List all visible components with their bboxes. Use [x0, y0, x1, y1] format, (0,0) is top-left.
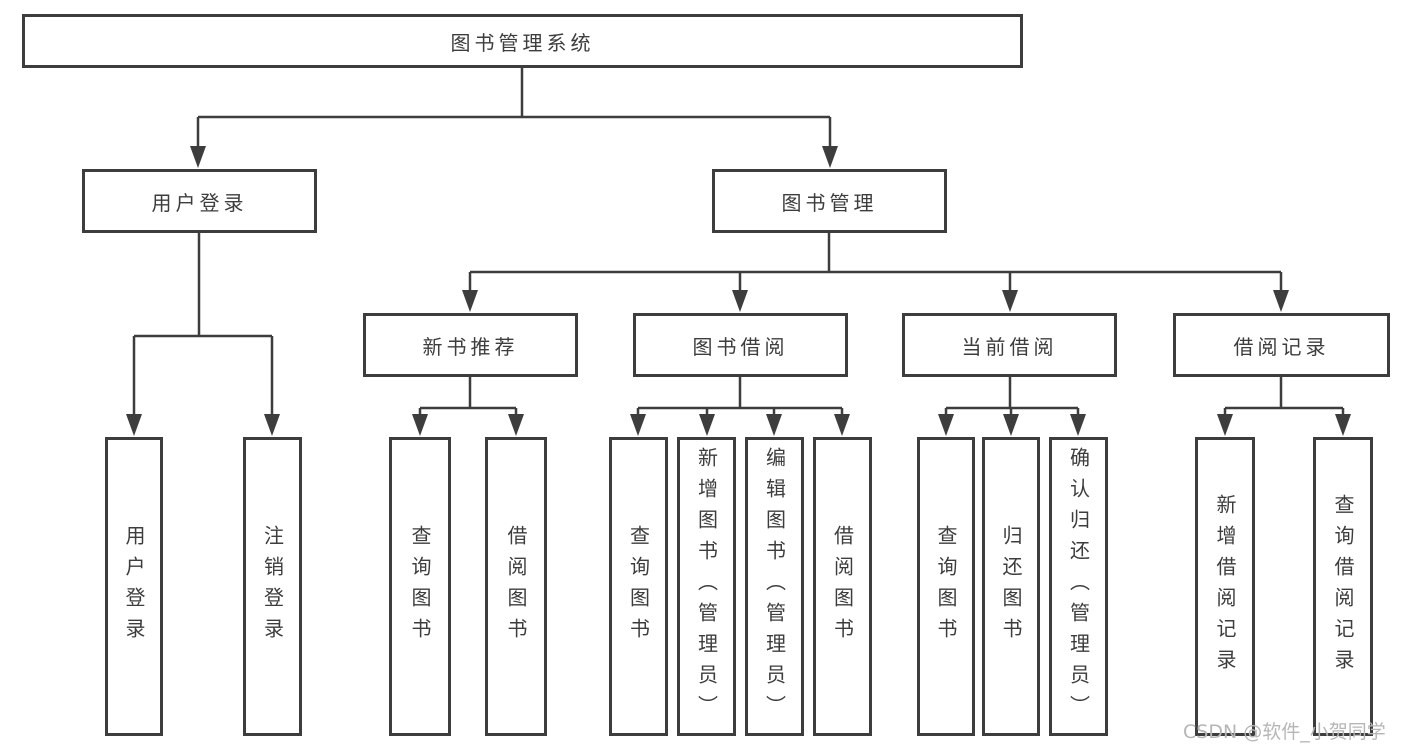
- arrow-icon: [732, 290, 748, 312]
- node-new-book-recommend-label: 新书推荐: [422, 334, 519, 359]
- leaf-query-books-borrow: 查询图书: [609, 437, 668, 736]
- leaf-user-login-label: 用户登录: [122, 524, 146, 649]
- node-borrow-records-label: 借阅记录: [1233, 334, 1330, 359]
- arrow-icon: [822, 146, 838, 168]
- leaf-logout: 注销登录: [243, 437, 302, 736]
- leaf-add-books-admin-label: 新增图书（管理员）: [694, 447, 719, 726]
- leaf-query-books-recommend: 查询图书: [389, 437, 451, 736]
- node-user-login: 用户登录: [82, 169, 317, 233]
- leaf-query-borrow-record: 查询借阅记录: [1313, 437, 1373, 736]
- arrow-icon: [462, 290, 478, 312]
- arrow-icon: [1335, 414, 1351, 436]
- arrow-icon: [938, 414, 954, 436]
- leaf-user-login: 用户登录: [105, 437, 163, 736]
- arrow-icon: [190, 146, 206, 168]
- arrow-icon: [1003, 414, 1019, 436]
- leaf-logout-label: 注销登录: [260, 524, 285, 649]
- leaf-query-books-borrow-label: 查询图书: [626, 524, 651, 649]
- node-borrow-records: 借阅记录: [1173, 313, 1390, 377]
- leaf-query-books-current: 查询图书: [917, 437, 975, 736]
- arrow-icon: [412, 414, 428, 436]
- node-current-borrow: 当前借阅: [902, 313, 1117, 377]
- arrow-icon: [126, 414, 142, 436]
- arrow-icon: [766, 414, 782, 436]
- node-book-management: 图书管理: [712, 169, 947, 233]
- node-root-label: 图书管理系统: [450, 30, 595, 55]
- leaf-add-borrow-record-label: 新增借阅记录: [1213, 493, 1237, 680]
- leaf-confirm-return-admin-label: 确认归还（管理员）: [1066, 447, 1091, 726]
- watermark: CSDN @软件_小贺同学: [1183, 721, 1386, 743]
- arrow-icon: [630, 414, 646, 436]
- arrow-icon: [1070, 414, 1086, 436]
- leaf-edit-books-admin-label: 编辑图书（管理员）: [762, 447, 787, 726]
- arrow-icon: [1217, 414, 1233, 436]
- leaf-return-books-label: 归还图书: [999, 524, 1023, 649]
- leaf-borrow-books-recommend: 借阅图书: [485, 437, 547, 736]
- leaf-query-books-recommend-label: 查询图书: [408, 524, 432, 649]
- arrow-icon: [264, 414, 280, 436]
- leaf-query-books-current-label: 查询图书: [934, 524, 958, 649]
- node-new-book-recommend: 新书推荐: [363, 313, 578, 377]
- leaf-borrow-books-recommend-label: 借阅图书: [504, 524, 528, 649]
- node-root: 图书管理系统: [22, 14, 1023, 68]
- arrow-icon: [834, 414, 850, 436]
- arrow-icon: [1273, 290, 1289, 312]
- node-user-login-label: 用户登录: [151, 190, 248, 215]
- leaf-borrow-books-label: 借阅图书: [830, 524, 855, 649]
- leaf-query-borrow-record-label: 查询借阅记录: [1331, 493, 1355, 680]
- leaf-add-books-admin: 新增图书（管理员）: [677, 437, 736, 736]
- node-book-borrow: 图书借阅: [633, 313, 848, 377]
- node-current-borrow-label: 当前借阅: [961, 334, 1058, 359]
- arrow-icon: [508, 414, 524, 436]
- node-book-borrow-label: 图书借阅: [692, 334, 789, 359]
- leaf-return-books: 归还图书: [982, 437, 1040, 736]
- node-book-management-label: 图书管理: [781, 190, 878, 215]
- leaf-confirm-return-admin: 确认归还（管理员）: [1049, 437, 1108, 736]
- leaf-add-borrow-record: 新增借阅记录: [1195, 437, 1255, 736]
- leaf-borrow-books: 借阅图书: [813, 437, 872, 736]
- arrow-icon: [699, 414, 715, 436]
- leaf-edit-books-admin: 编辑图书（管理员）: [745, 437, 804, 736]
- arrow-icon: [1002, 290, 1018, 312]
